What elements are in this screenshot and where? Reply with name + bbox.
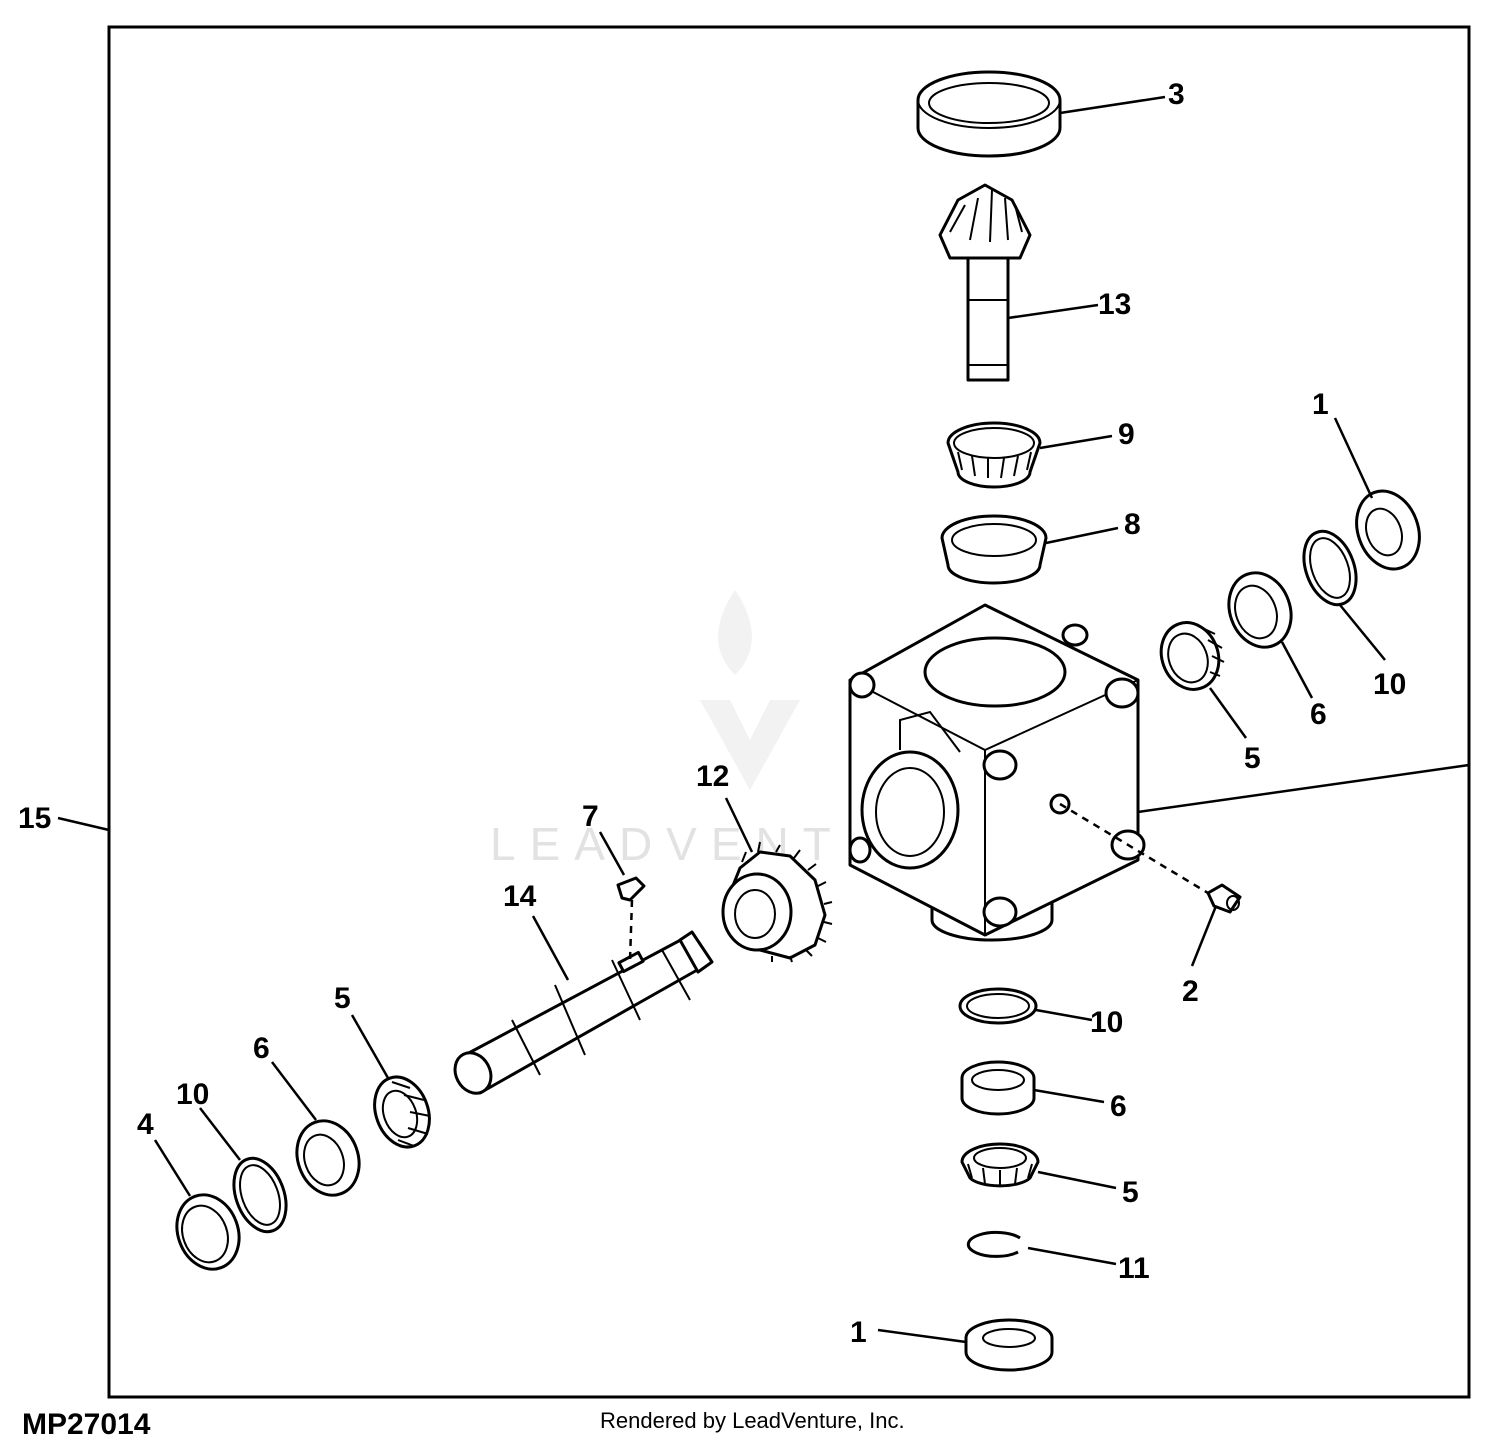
drawing-number: MP27014 <box>22 1408 151 1441</box>
callout-13: 13 <box>1098 288 1131 321</box>
callout-5-bottom: 5 <box>1122 1176 1139 1209</box>
callout-5-right: 5 <box>1244 742 1261 775</box>
part-bearing-cup-8 <box>940 514 1048 585</box>
part-bearing-cone-5-bottom <box>960 1142 1040 1188</box>
callout-10-right: 10 <box>1373 668 1406 701</box>
callout-14: 14 <box>503 880 537 913</box>
part-retaining-ring-10-right <box>1302 529 1358 607</box>
callout-2: 2 <box>1182 975 1199 1008</box>
callout-6-right: 6 <box>1310 698 1327 731</box>
render-credit: Rendered by LeadVenture, Inc. <box>600 1408 905 1433</box>
callout-6-left: 6 <box>253 1032 270 1065</box>
part-ring-3 <box>916 70 1062 158</box>
callout-3: 3 <box>1168 78 1185 111</box>
callout-6-bottom: 6 <box>1110 1090 1127 1123</box>
callout-12: 12 <box>696 760 729 793</box>
diagram-frame <box>107 25 1471 1399</box>
part-seal-1-right <box>1355 489 1421 571</box>
callout-10-left: 10 <box>176 1078 209 1111</box>
callout-10-bottom: 10 <box>1090 1006 1123 1039</box>
leadventure-watermark-logo <box>700 590 800 790</box>
leader-lines <box>57 95 1470 1344</box>
part-snap-ring-11 <box>966 1230 1021 1258</box>
part-gear-shaft-13 <box>938 183 1032 382</box>
callout-8: 8 <box>1124 508 1141 541</box>
part-gear-12 <box>721 841 833 963</box>
part-retaining-ring-10-bottom <box>958 987 1038 1025</box>
part-seal-1-bottom <box>964 1318 1054 1372</box>
callout-4: 4 <box>137 1108 154 1141</box>
part-retaining-ring-10-left <box>232 1156 288 1234</box>
callout-1-right: 1 <box>1312 388 1329 421</box>
part-bearing-cup-6-left <box>295 1119 361 1197</box>
part-bearing-cone-5-left <box>373 1075 431 1149</box>
callout-11: 11 <box>1118 1252 1150 1285</box>
part-bearing-cone-5-right <box>1159 621 1225 691</box>
part-shaft-14 <box>453 930 714 1095</box>
callout-7: 7 <box>582 800 599 833</box>
part-bearing-cup-6-bottom <box>960 1060 1036 1116</box>
part-bearing-cone-9 <box>946 421 1042 489</box>
callout-15: 15 <box>18 802 51 835</box>
part-bearing-cup-6-right <box>1227 571 1293 649</box>
part-plug-2 <box>1206 883 1242 914</box>
callout-9: 9 <box>1118 418 1135 451</box>
part-key-7 <box>616 876 646 902</box>
callout-5-left: 5 <box>334 982 351 1015</box>
part-gearbox-housing <box>848 603 1146 942</box>
callout-1-bottom: 1 <box>850 1316 867 1349</box>
part-seal-4 <box>175 1193 241 1271</box>
